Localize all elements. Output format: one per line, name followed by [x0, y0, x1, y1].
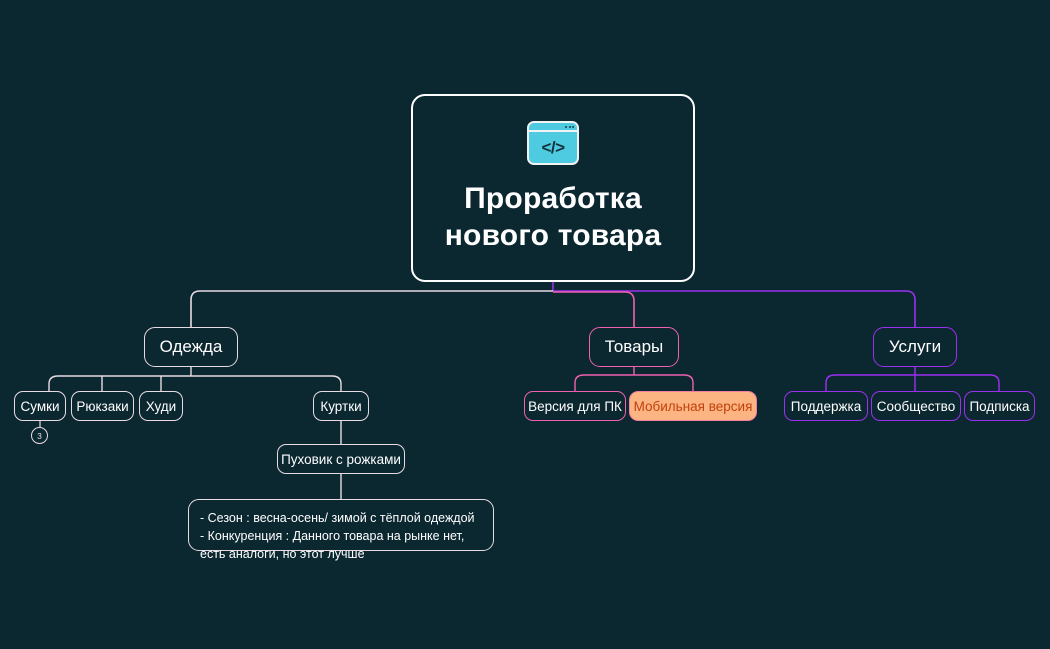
note-node-puffer[interactable]: - Сезон : весна-осень/ зимой с тёплой од… [188, 499, 494, 561]
edge-products-bus [574, 374, 694, 391]
code-icon-dot [565, 125, 567, 128]
edge-root-to-services [553, 290, 916, 327]
branch-label-products: Товары [604, 337, 664, 356]
code-icon-dot [568, 125, 571, 128]
leaf-node-puffer-jacket[interactable]: Пуховик с рожками [277, 444, 405, 474]
code-window-icon: </> [527, 121, 579, 166]
leaf-label-puffer-jacket: Пуховик с рожками [281, 451, 401, 467]
leaf-label-hoodies: Худи [145, 398, 177, 414]
root-node[interactable]: </> Проработка нового товара [411, 94, 695, 282]
branch-node-services[interactable]: Услуги [873, 327, 957, 367]
edge-clothing-bus [48, 375, 342, 391]
root-title-line-2: нового товара [444, 219, 662, 252]
leaf-label-support: Поддержка [790, 398, 862, 414]
note-line-1: - Сезон : весна-осень/ зимой с тёплой од… [200, 511, 475, 525]
edge-root-to-clothing [190, 290, 553, 327]
collapsed-count-value: 3 [37, 430, 42, 441]
edge-root-to-products [553, 291, 635, 327]
leaf-node-jackets[interactable]: Куртки [313, 391, 369, 421]
note-text: - Сезон : весна-осень/ зимой с тёплой од… [200, 509, 475, 563]
leaf-node-bags[interactable]: Сумки [14, 391, 66, 421]
leaf-label-community: Сообщество [876, 398, 956, 414]
root-title-line-1: Проработка [464, 182, 642, 216]
code-icon-glyph: </> [541, 138, 565, 158]
leaf-node-desktop-version[interactable]: Версия для ПК [524, 391, 626, 421]
note-line-2: - Конкуренция : Данного товара на рынке … [200, 529, 465, 544]
leaf-label-subscribe: Подписка [969, 398, 1030, 414]
note-line-3: есть аналоги, но этот лучше [200, 547, 365, 562]
leaf-node-mobile-version[interactable]: Мобильная версия [629, 391, 757, 421]
branch-node-clothing[interactable]: Одежда [144, 327, 238, 367]
code-icon-dot [572, 125, 574, 128]
branch-label-clothing: Одежда [159, 337, 223, 356]
branch-node-products[interactable]: Товары [589, 327, 679, 367]
leaf-node-backpacks[interactable]: Рюкзаки [71, 391, 134, 421]
edge-services-bus [825, 374, 1000, 391]
collapsed-count-badge-bags[interactable]: 3 [31, 427, 48, 444]
leaf-node-subscribe[interactable]: Подписка [964, 391, 1035, 421]
leaf-label-bags: Сумки [20, 398, 60, 414]
root-title: Проработка нового товара [445, 181, 662, 254]
leaf-label-jackets: Куртки [320, 398, 362, 414]
branch-label-services: Услуги [888, 337, 942, 356]
code-icon-titlebar [529, 123, 577, 133]
leaf-node-hoodies[interactable]: Худи [139, 391, 183, 421]
leaf-node-support[interactable]: Поддержка [784, 391, 868, 421]
leaf-node-community[interactable]: Сообщество [871, 391, 961, 421]
leaf-label-backpacks: Рюкзаки [76, 398, 129, 414]
leaf-label-desktop-version: Версия для ПК [528, 398, 622, 414]
leaf-label-mobile-version: Мобильная версия [633, 398, 753, 414]
